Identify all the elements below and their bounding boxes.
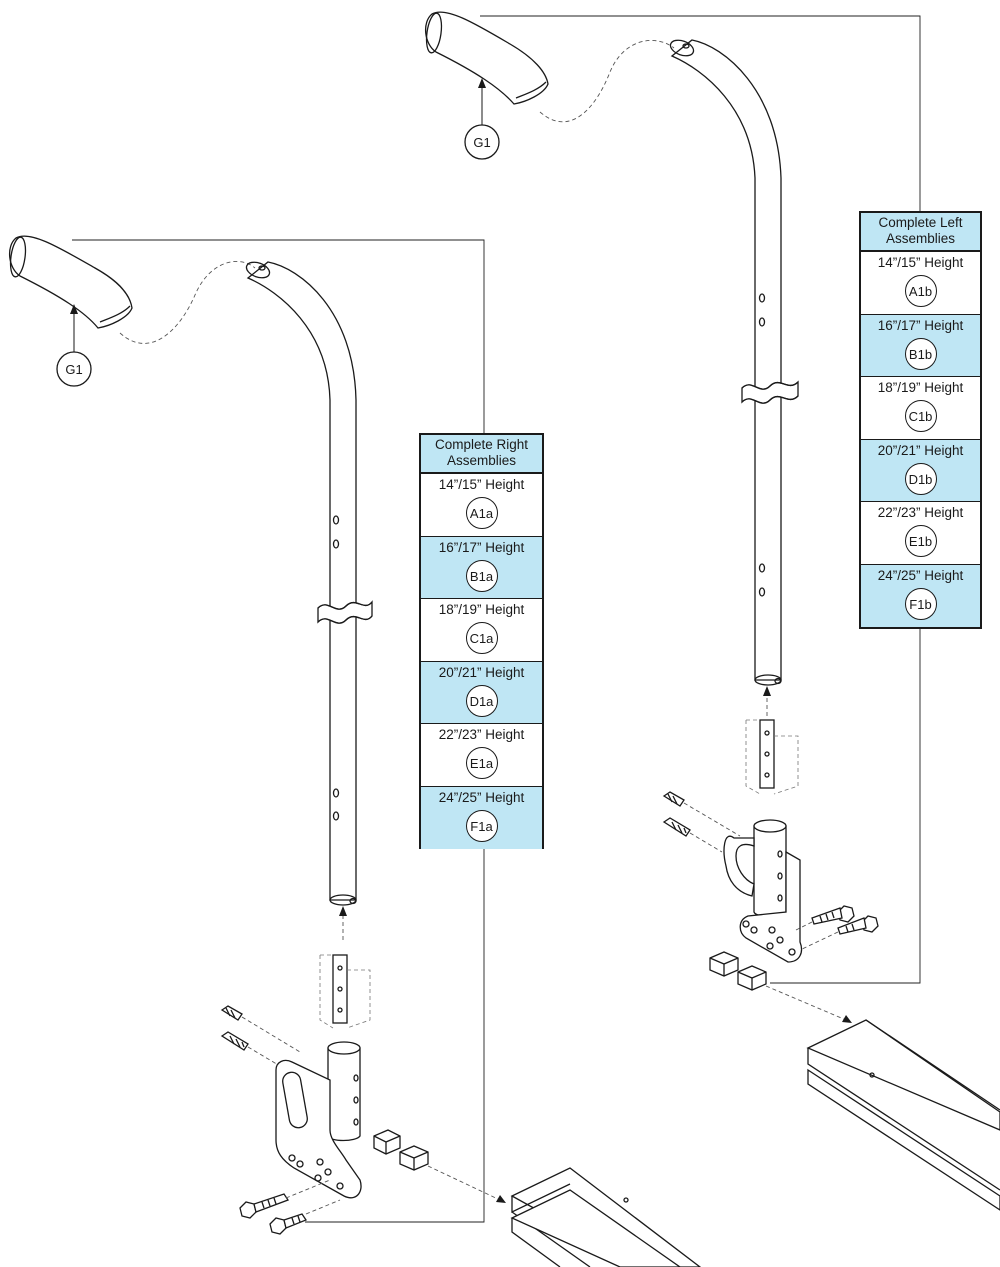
height-label: 20”/21” Height	[438, 664, 525, 680]
table-row: 24”/25” Height F1a	[421, 786, 542, 849]
insert-plate	[319, 954, 371, 1029]
part-callout: D1b	[904, 462, 937, 495]
height-label: 22”/23” Height	[438, 727, 525, 742]
screw-icon	[662, 791, 685, 807]
bolt-icon	[811, 905, 855, 925]
callout-g1-left-assembly: G1	[464, 124, 500, 160]
part-callout: A1b	[904, 275, 937, 307]
part-callout: B1b	[904, 337, 937, 370]
part-callout: F1b	[904, 587, 937, 620]
part-callout: E1b	[904, 525, 937, 557]
height-label: 14”/15” Height	[438, 477, 525, 492]
height-label: 18”/19” Height	[438, 602, 525, 617]
insert-arrowhead	[339, 906, 347, 916]
height-label: 24”/25” Height	[438, 789, 525, 805]
hand-grip-icon	[425, 11, 549, 105]
screw-icon	[662, 817, 691, 837]
backrest-tube	[245, 261, 373, 906]
nut-icon	[737, 965, 767, 991]
part-callout: B1a	[465, 559, 498, 592]
height-label: 18”/19” Height	[877, 380, 964, 395]
part-callout: F1a	[465, 809, 498, 842]
leader-arrowhead	[70, 304, 78, 314]
table-row: 14”/15” Height A1a	[421, 474, 542, 537]
right-assembly: G1	[9, 235, 702, 1267]
part-callout: C1b	[904, 400, 937, 432]
left-assembly: G1	[425, 11, 1000, 1211]
table-row: 18”/19” Height C1b	[861, 377, 980, 440]
table-row: 16”/17” Height B1a	[421, 536, 542, 599]
hand-grip-icon	[9, 235, 133, 329]
table-row: 22”/23” Height E1b	[861, 502, 980, 565]
nut-icon	[399, 1145, 429, 1171]
svg-text:G1: G1	[473, 135, 490, 150]
nut-icon	[373, 1129, 401, 1155]
height-label: 20”/21” Height	[877, 442, 964, 458]
table-row: 14”/15” Height A1b	[861, 252, 980, 315]
nut-arrowhead	[842, 1015, 852, 1023]
screw-icon	[220, 1031, 249, 1051]
table-row: 20”/21” Height D1b	[861, 439, 980, 502]
insert-arrowhead	[763, 686, 771, 696]
grip-to-tube-path	[119, 261, 256, 344]
height-label: 22”/23” Height	[877, 505, 964, 520]
left-bracket-line	[480, 15, 921, 984]
part-callout: A1a	[465, 497, 498, 529]
table-title: Complete Left Assemblies	[861, 213, 980, 252]
nut-arrowhead	[496, 1195, 506, 1203]
screw-icon	[220, 1005, 243, 1021]
seat-rail	[510, 1167, 702, 1267]
table-row: 22”/23” Height E1a	[421, 724, 542, 787]
height-label: 16”/17” Height	[438, 539, 525, 555]
height-label: 16”/17” Height	[877, 317, 964, 333]
part-callout: E1a	[465, 747, 498, 779]
left-assemblies-table: Complete Left Assemblies 14”/15” Height …	[859, 211, 982, 629]
table-row: 18”/19” Height C1a	[421, 599, 542, 662]
right-assemblies-table: Complete Right Assemblies 14”/15” Height…	[419, 433, 544, 849]
grip-to-tube-path	[539, 40, 675, 123]
height-label: 24”/25” Height	[877, 567, 964, 583]
table-row: 16”/17” Height B1b	[861, 314, 980, 377]
part-callout: C1a	[465, 622, 498, 654]
callout-g1-right-assembly: G1	[56, 351, 92, 387]
height-label: 14”/15” Height	[877, 255, 964, 270]
insert-plate	[745, 719, 799, 795]
bolt-icon	[269, 1213, 307, 1235]
bolt-icon	[837, 915, 879, 935]
mounting-bracket	[723, 819, 803, 963]
table-row: 20”/21” Height D1a	[421, 661, 542, 724]
part-callout: D1a	[465, 684, 498, 717]
backrest-tube	[669, 39, 799, 686]
bolt-icon	[239, 1193, 289, 1219]
table-title: Complete Right Assemblies	[421, 435, 542, 474]
right-bracket-line	[72, 239, 485, 1223]
nut-icon	[709, 951, 739, 977]
mounting-bracket	[275, 1041, 362, 1199]
leader-arrowhead	[478, 78, 486, 88]
svg-text:G1: G1	[65, 362, 82, 377]
seat-rail	[806, 1019, 1000, 1211]
table-row: 24”/25” Height F1b	[861, 564, 980, 627]
